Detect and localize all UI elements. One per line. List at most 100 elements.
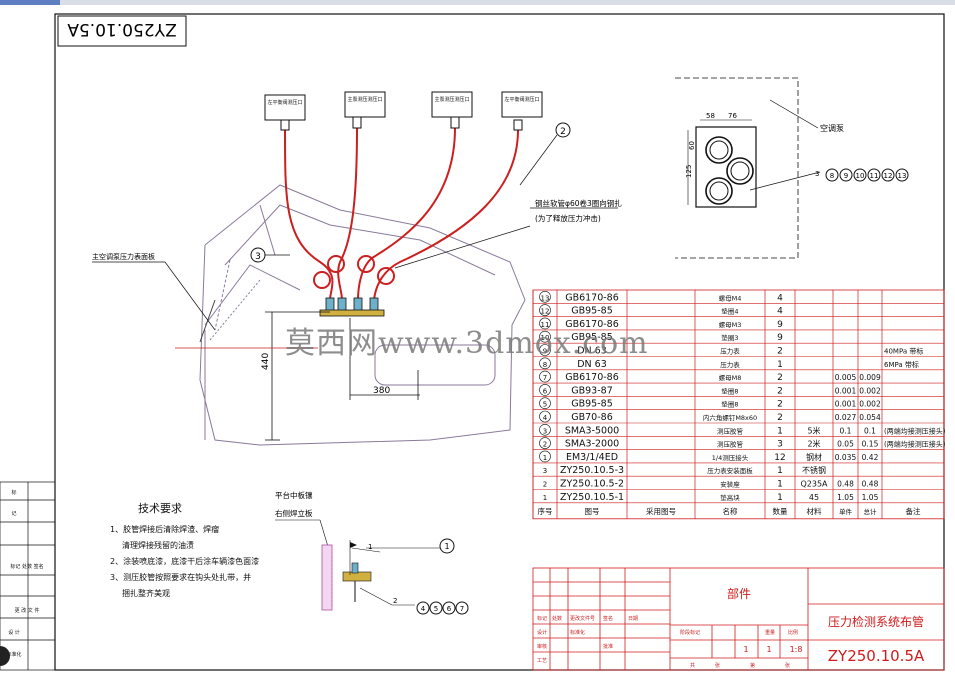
bom-cell-name: 测压胶管 — [717, 426, 744, 435]
dim-60: 60 — [688, 141, 696, 150]
bom-no-balloon — [539, 290, 551, 303]
bom-cell-name: 垫圈8 — [721, 400, 738, 409]
gauge-label-4: 左平衡阀测压口 — [504, 96, 539, 103]
bom-cell-no: 2 — [543, 481, 547, 489]
bom-no-balloon — [539, 410, 551, 423]
bom-cell-no: 2 — [543, 441, 547, 449]
bom-cell-qty: 9 — [777, 320, 783, 330]
svg-text:阶段标记: 阶段标记 — [680, 629, 700, 636]
bom-cell-no: 13 — [541, 294, 550, 302]
tech-req-line-3: 2、涂装喷底漆，底漆干后涂车辆漆色面漆 — [110, 556, 259, 566]
dim-380: 380 — [373, 386, 390, 396]
gauge-box-2 — [344, 91, 386, 118]
svg-text:10: 10 — [856, 172, 865, 180]
bom-header-note: 备注 — [906, 506, 921, 516]
window-top-strip — [0, 0, 955, 5]
bom-cell-no: 8 — [543, 361, 547, 369]
bom-cell-name: 内六角螺钉M8x60 — [703, 413, 757, 422]
gauge-box-3 — [431, 91, 473, 118]
svg-text:8: 8 — [830, 172, 834, 180]
bom-cell-code: GB95-85 — [571, 306, 612, 317]
balloon-2: 2 — [519, 122, 571, 186]
sheet-index: 1 — [766, 645, 771, 654]
bom-cell-note: (两端均接测压接头) — [884, 440, 946, 449]
bom-cell-qty: 2 — [777, 373, 783, 383]
bom-cell-qty: 1 — [777, 426, 783, 436]
bom-no-balloon — [539, 344, 551, 356]
svg-text:标: 标 — [11, 489, 16, 496]
bom-cell-qty: 1 — [777, 466, 783, 476]
bom-cell-unit-weight: 0.001 — [835, 400, 857, 409]
pipe-note-1: 钢丝软管φ60卷3圈向钢扎 — [535, 198, 622, 208]
bom-cell-code: SMA3-5000 — [565, 425, 619, 436]
gauge-box-labels: 左平衡阀测压口 主泵测压测压口 主泵测压测压口 左平衡阀测压口 — [267, 96, 539, 106]
bom-cell-code: GB6170-86 — [565, 319, 619, 330]
window-tab-indicator — [0, 0, 60, 5]
svg-text:批准: 批准 — [603, 643, 613, 650]
scale-value: 1:8 — [790, 645, 803, 654]
bom-cell-no: 7 — [543, 374, 547, 382]
bom-cell-qty: 4 — [777, 293, 783, 303]
svg-text:4: 4 — [421, 605, 426, 613]
bom-cell-code: SMA3-2000 — [565, 439, 619, 450]
bom-cell-qty: 2 — [777, 413, 783, 423]
bom-cell-total-weight: 0.054 — [859, 413, 881, 422]
bom-cell-qty: 2 — [777, 347, 783, 357]
svg-text:13: 13 — [898, 172, 907, 180]
drawing-title: 压力检测系统布管 — [828, 614, 924, 629]
bom-cell-name: 安装座 — [720, 480, 740, 489]
bom-cell-code: ZY250.10.5-3 — [560, 465, 624, 476]
svg-text:签名: 签名 — [603, 615, 613, 622]
svg-text:标准化: 标准化 — [570, 629, 585, 636]
bom-cell-code: GB95-85 — [571, 332, 612, 343]
bom-no-balloon — [539, 330, 551, 343]
bom-cell-code: ZY250.10.5-1 — [560, 492, 624, 503]
bom-cell-total-weight: 0.48 — [862, 480, 879, 489]
stamp-text: ZY250.10.5A — [67, 19, 177, 39]
bom-no-balloon — [539, 423, 551, 436]
svg-text:重量: 重量 — [765, 629, 775, 636]
svg-text:6: 6 — [447, 605, 452, 613]
dim-76: 76 — [728, 112, 737, 120]
pipe-note-leader — [394, 225, 531, 269]
bom-cell-name: 压力表 — [720, 347, 740, 356]
bom-cell-unit-weight: 0.035 — [835, 453, 857, 462]
svg-text:张: 张 — [785, 662, 790, 669]
gauge-box-1 — [264, 94, 306, 121]
bom-cell-qty: 2 — [777, 400, 783, 410]
bom-header-unit: 单件 — [839, 507, 853, 516]
bom-header-std: 采用图号 — [646, 506, 676, 516]
bom-cell-qty: 3 — [777, 440, 783, 450]
bom-cell-qty: 4 — [777, 307, 783, 317]
technical-requirements: 技术要求 1、胶管焊接后清除焊渣、焊瘤 清理焊接残留的油渍 2、涂装喷底漆，底漆… — [110, 502, 259, 598]
bom-cell-no: 5 — [543, 401, 547, 409]
leader-small-2: 2 — [393, 597, 397, 605]
test-connectors — [319, 297, 385, 317]
svg-text:审核: 审核 — [537, 643, 547, 650]
bom-cell-unit-weight: 0.027 — [835, 413, 857, 422]
bom-header-total: 总计 — [864, 507, 878, 516]
tech-req-line-5: 捆扎整齐美观 — [122, 588, 170, 598]
svg-text:第: 第 — [750, 662, 755, 669]
gauge-boxes — [264, 91, 543, 131]
bom-no-balloon — [539, 397, 551, 410]
svg-text:12: 12 — [884, 172, 893, 180]
tech-req-line-2: 清理焊接残留的油渍 — [122, 540, 194, 550]
svg-text:比例: 比例 — [788, 629, 798, 636]
bom-cell-code: GB6170-86 — [565, 292, 619, 303]
ac-pump-label: 空调泵 — [820, 123, 844, 133]
svg-text:更改文件号: 更改文件号 — [570, 615, 595, 622]
bom-cell-name: 垫高块 — [720, 493, 740, 502]
ac-pump-detail — [675, 77, 821, 259]
bom-cell-no: 12 — [541, 308, 550, 316]
bom-cell-material: 钢材 — [806, 452, 822, 462]
dimension-lines — [175, 311, 420, 441]
bom-cell-name: 测压胶管 — [717, 440, 744, 449]
main-assembly-view — [199, 184, 526, 446]
platform-note-2: 右侧焊立板 — [275, 508, 313, 518]
bom-cell-name: 垫圈8 — [721, 386, 738, 395]
mirrored-stamp: ZY250.10.5A — [57, 15, 187, 47]
pipe-note-2: (为了释放压力冲击) — [535, 213, 601, 223]
svg-text:2: 2 — [560, 127, 566, 137]
